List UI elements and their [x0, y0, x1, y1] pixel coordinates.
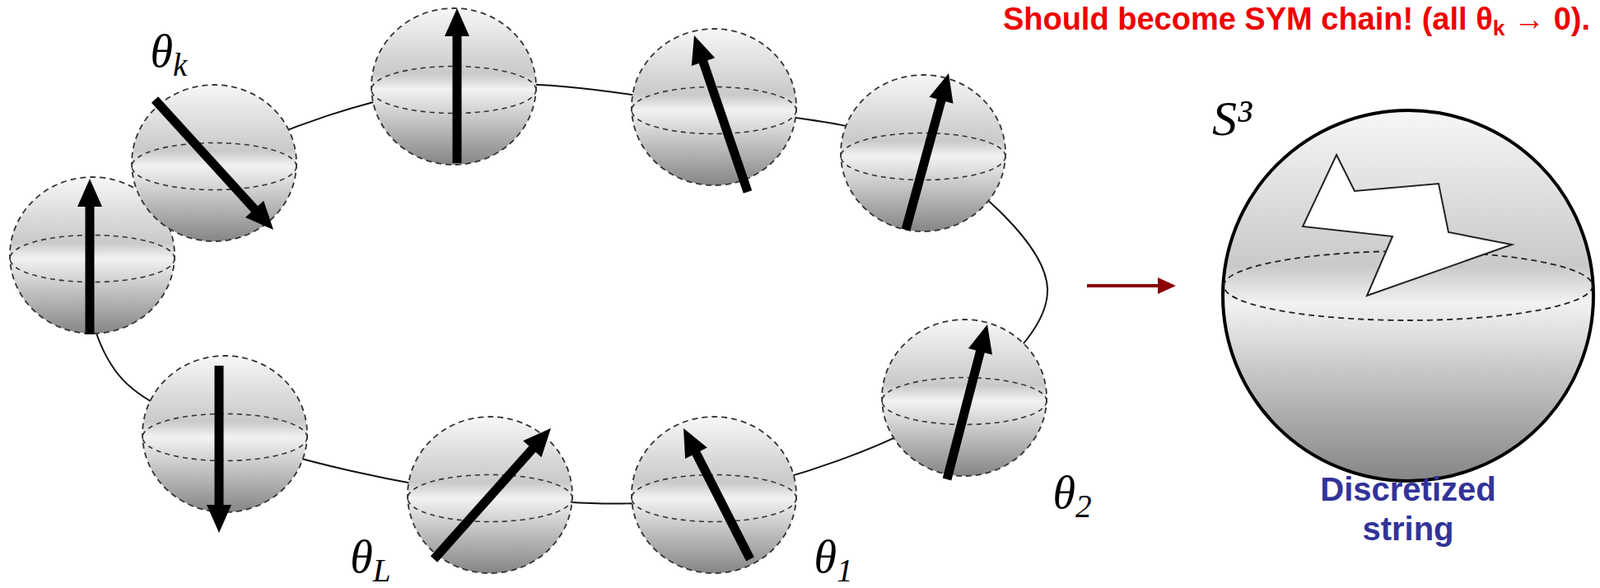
arrow-head — [77, 178, 103, 207]
arrow-head — [968, 324, 993, 355]
text-run: S³ — [1212, 91, 1252, 146]
spin-sphere — [131, 84, 297, 242]
spin-arrow — [433, 428, 551, 560]
theta-symbol: θ — [1475, 1, 1493, 37]
spin-sphere — [631, 416, 797, 574]
theta-symbol: θ — [813, 531, 837, 583]
diagram-title: Should become SYM chain! (all θk → 0). — [1002, 1, 1591, 38]
arrow-shaft — [702, 60, 748, 192]
arrow-head — [245, 200, 274, 230]
theta-symbol: θ — [349, 531, 374, 583]
angle-label: θ1 — [813, 530, 853, 584]
subscript: 1 — [836, 552, 854, 588]
subscript: 2 — [1075, 488, 1092, 524]
spin-arrow — [444, 8, 470, 164]
spin-arrow — [946, 324, 993, 480]
space-label: S³ — [1212, 90, 1252, 148]
spin-arrow — [206, 365, 232, 533]
sphere-outline — [142, 355, 308, 513]
spin-arrow — [77, 178, 103, 335]
sphere-outline — [371, 8, 537, 165]
arrow-shaft — [85, 205, 95, 335]
spin-arrow — [154, 99, 274, 230]
spin-arrow — [683, 428, 751, 560]
subscript: k — [1492, 15, 1506, 41]
maps-to-arrow — [1086, 277, 1176, 294]
spin-sphere — [142, 355, 308, 513]
sphere-outline — [407, 416, 573, 574]
angle-label: θk — [150, 24, 188, 78]
sphere-node: S³ Discretized string — [1210, 82, 1598, 581]
angle-label: θL — [349, 530, 391, 584]
arrow-head — [691, 35, 715, 66]
string-shape — [1302, 154, 1512, 296]
arrow-shaft — [452, 34, 462, 164]
angle-label: θ2 — [1052, 466, 1092, 519]
text-run: → 0). — [1505, 1, 1591, 37]
theta-symbol: θ — [150, 25, 174, 77]
spin-sphere — [407, 416, 573, 574]
subscript: L — [373, 552, 392, 588]
text-run: Discretized string — [1320, 471, 1496, 547]
arrow-shaft — [214, 365, 224, 507]
arrow-head — [1157, 277, 1176, 294]
arrow-head — [929, 73, 954, 104]
arrow-head — [683, 428, 708, 459]
arrow-shaft — [433, 447, 534, 560]
arrow-head — [206, 504, 232, 533]
spin-sphere — [371, 8, 537, 165]
sphere-outline — [631, 416, 797, 574]
arrow-shaft — [695, 452, 751, 560]
caption-label: Discretized string — [1284, 469, 1532, 549]
sphere-outline — [131, 84, 297, 242]
theta-symbol: θ — [1052, 466, 1076, 518]
spin-arrow — [691, 35, 748, 192]
arrow-shaft — [1086, 284, 1160, 288]
sphere-outline — [1222, 110, 1594, 481]
subscript: k — [172, 46, 187, 83]
arrow-shaft — [905, 98, 943, 230]
text-run: Should become SYM chain! (all — [1002, 1, 1476, 37]
spin-sphere — [840, 74, 1006, 232]
sphere-outline — [840, 74, 1006, 232]
arrow-head — [522, 428, 551, 458]
arrow-shaft — [946, 349, 981, 480]
spin-arrow — [905, 73, 953, 230]
arrow-head — [444, 8, 470, 37]
sphere-equator — [142, 414, 308, 462]
arrow-shaft — [154, 99, 256, 210]
